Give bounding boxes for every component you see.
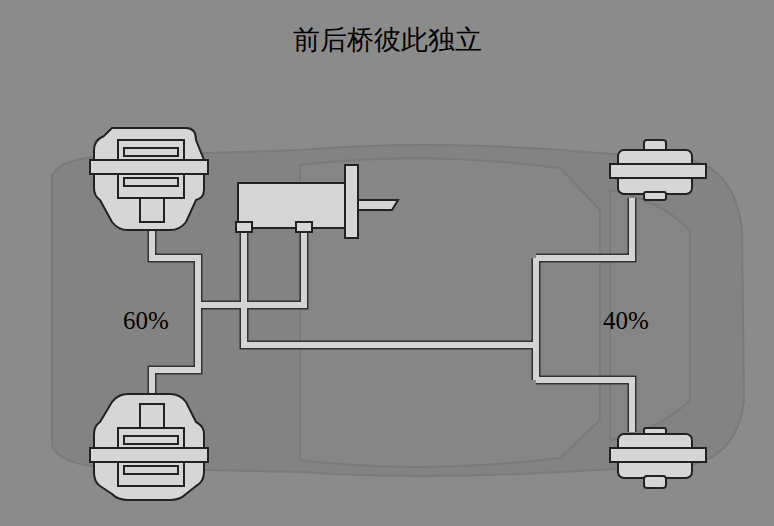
brake-force-share: 60% <box>123 307 169 335</box>
master-cylinder <box>236 165 398 238</box>
rear-drum-bottom <box>610 428 706 488</box>
rear-drum-top <box>610 140 706 200</box>
brake-force-share: 40% <box>603 307 649 335</box>
brake-pipes <box>152 198 632 432</box>
front-caliper-bottom <box>90 394 208 500</box>
diagram-title: 前后桥彼此独立 <box>0 22 774 58</box>
front-caliper-top <box>90 128 208 230</box>
